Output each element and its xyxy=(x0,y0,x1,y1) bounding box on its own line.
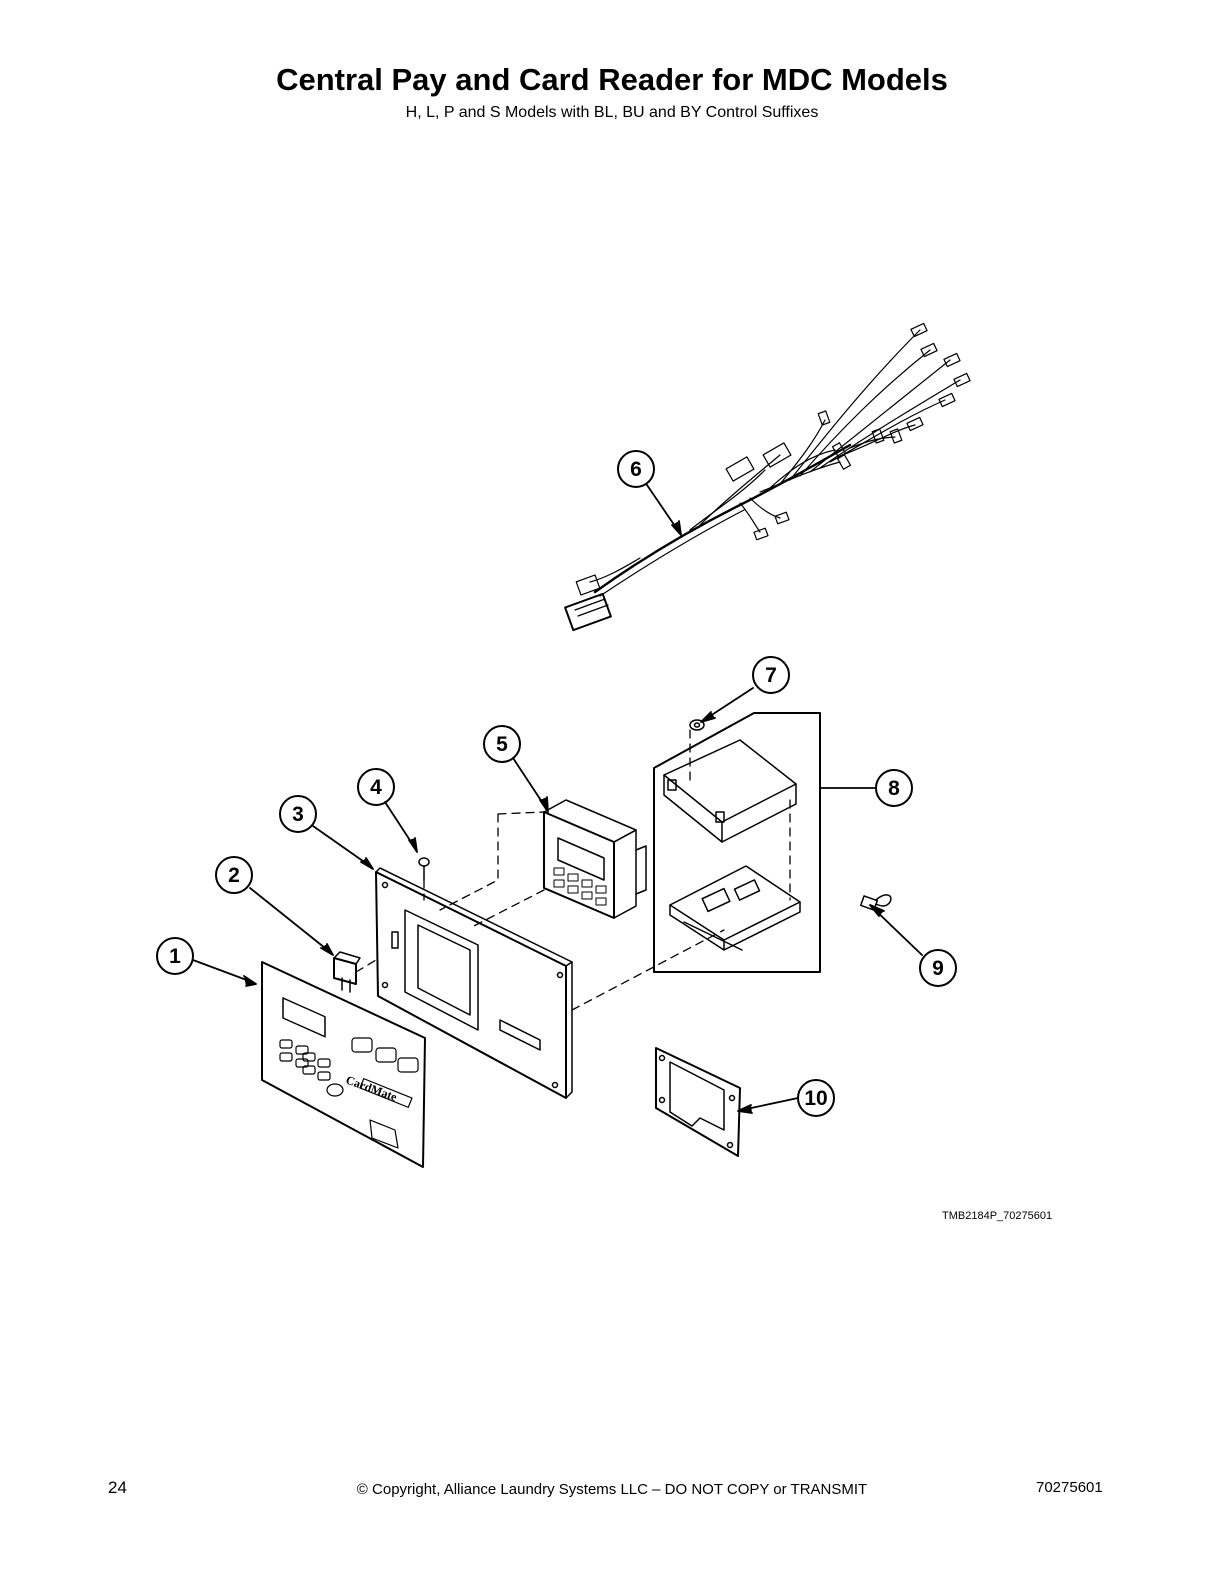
mounting-bracket xyxy=(375,867,573,1099)
callout-circle-2 xyxy=(215,856,253,894)
front-overlay-panel: CardMate xyxy=(261,961,426,1168)
callout-4: 4 xyxy=(370,776,382,799)
cardmate-logo: CardMate xyxy=(344,1073,400,1105)
callout-circle-4 xyxy=(357,768,395,806)
document-number: 70275601 xyxy=(1036,1479,1103,1496)
callout-circle-3 xyxy=(279,795,317,833)
callout-circle-9 xyxy=(919,949,957,987)
jumper-part xyxy=(859,894,892,911)
callout-circles xyxy=(156,450,957,1117)
callout-circle-6 xyxy=(617,450,655,488)
drawing-id: TMB2184P_70275601 xyxy=(942,1210,1053,1222)
page-title: Central Pay and Card Reader for MDC Mode… xyxy=(276,62,948,97)
gasket-part xyxy=(655,1047,741,1157)
nut-part xyxy=(689,719,705,731)
card-reader-assembly xyxy=(653,712,821,973)
callout-9: 9 xyxy=(932,957,944,980)
callout-leaders xyxy=(192,484,923,1114)
card-switch-part xyxy=(333,951,361,993)
callout-circle-1 xyxy=(156,937,194,975)
callout-circle-8 xyxy=(875,769,913,807)
assembly-guide-lines xyxy=(355,729,791,1011)
callout-7: 7 xyxy=(765,664,777,687)
callout-3: 3 xyxy=(292,803,304,826)
control-module xyxy=(543,799,647,919)
copyright-notice: © Copyright, Alliance Laundry Systems LL… xyxy=(356,1481,868,1498)
wire-harness xyxy=(564,322,971,632)
screw-part xyxy=(418,857,430,881)
page-number: 24 xyxy=(108,1478,127,1497)
callout-8: 8 xyxy=(888,777,900,800)
callout-circle-10 xyxy=(797,1079,835,1117)
callout-6: 6 xyxy=(630,458,642,481)
callout-5: 5 xyxy=(496,733,508,756)
callout-2: 2 xyxy=(228,864,240,887)
callout-1: 1 xyxy=(169,945,181,968)
callout-10: 10 xyxy=(804,1087,827,1110)
callout-circle-5 xyxy=(483,725,521,763)
page-subtitle: H, L, P and S Models with BL, BU and BY … xyxy=(405,104,819,121)
callout-circle-7 xyxy=(752,656,790,694)
